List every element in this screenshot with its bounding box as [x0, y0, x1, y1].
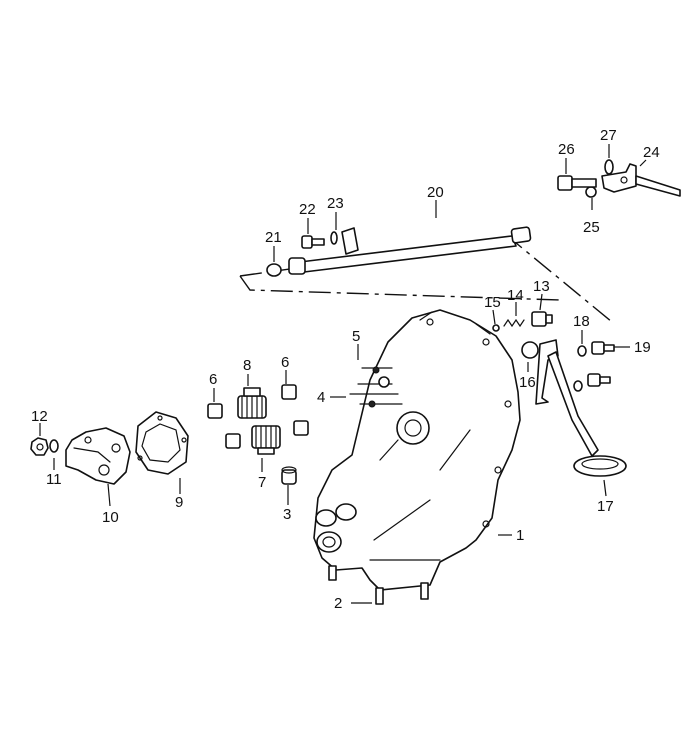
callout-25: 25 — [583, 219, 600, 236]
callout-8: 8 — [243, 357, 251, 374]
callout-9: 9 — [175, 494, 183, 511]
washer-18 — [573, 345, 587, 392]
callout-22: 22 — [299, 201, 316, 218]
main-housing — [313, 309, 521, 591]
callout-11: 11 — [46, 471, 62, 488]
callout-19: 19 — [634, 339, 651, 356]
bolt-22 — [301, 235, 325, 249]
seal-ring-21 — [266, 263, 282, 277]
callout-26: 26 — [558, 141, 575, 158]
callout-16: 16 — [519, 374, 536, 391]
seal-ring-16 — [521, 341, 539, 359]
callout-23: 23 — [327, 195, 344, 212]
leader-lines — [39, 144, 647, 604]
callout-12: 12 — [31, 408, 48, 425]
callout-6b: 6 — [281, 354, 289, 371]
callout-labels: 1 2 3 4 5 6 6 7 8 9 10 11 12 13 14 15 16… — [31, 127, 660, 612]
callout-2: 2 — [334, 595, 342, 612]
plug-13 — [531, 311, 553, 327]
washer-23 — [330, 231, 338, 245]
nut — [30, 437, 49, 456]
callout-17: 17 — [597, 498, 614, 515]
spring-14 — [503, 318, 525, 328]
bolt-26 — [557, 175, 597, 191]
bolt-19 — [587, 341, 615, 387]
callout-4: 4 — [317, 389, 325, 406]
bracket-24 — [601, 163, 681, 197]
oil-tube — [288, 226, 532, 275]
pump-gear-lower — [251, 425, 281, 455]
callout-1: 1 — [516, 527, 524, 544]
washer-25 — [585, 186, 597, 198]
callout-5: 5 — [352, 328, 360, 345]
gasket — [135, 411, 189, 475]
sleeve — [281, 466, 297, 485]
callout-21: 21 — [265, 229, 282, 246]
ball-15 — [492, 324, 500, 332]
callout-20: 20 — [427, 184, 444, 201]
oil-pickup-17 — [535, 339, 627, 477]
callout-27: 27 — [600, 127, 617, 144]
bottom-studs — [328, 565, 429, 605]
callout-7: 7 — [258, 474, 266, 491]
pump-gear-upper — [237, 387, 267, 419]
callout-3: 3 — [283, 506, 291, 523]
callout-6a: 6 — [209, 371, 217, 388]
bushings — [207, 384, 309, 449]
callout-15: 15 — [484, 294, 501, 311]
callout-24: 24 — [643, 144, 660, 161]
callout-18: 18 — [573, 313, 590, 330]
callout-13: 13 — [533, 278, 550, 295]
pump-cover — [65, 427, 131, 485]
callout-14: 14 — [507, 287, 524, 304]
callout-10: 10 — [102, 509, 119, 526]
washer-27 — [604, 159, 614, 175]
washer — [49, 439, 59, 453]
